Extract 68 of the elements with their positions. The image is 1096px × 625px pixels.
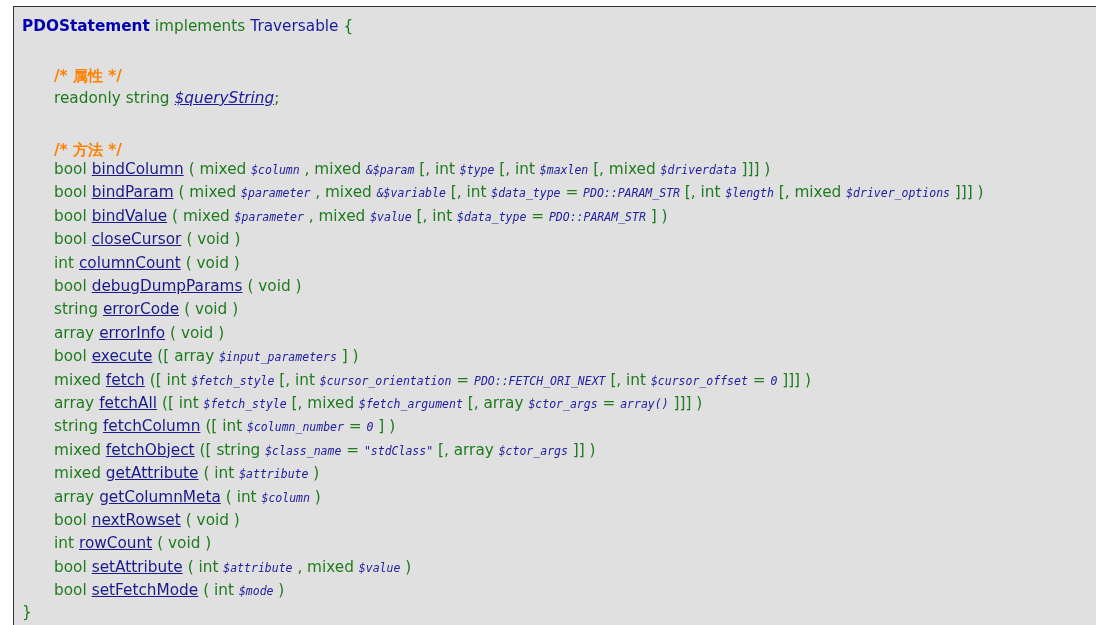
parameter-list: ( mixed $column , mixed &$param [, int $type [, int $maxlen [, mixed $driverdata ]]] ) [188,160,771,178]
return-type: string [54,300,98,319]
return-type: bool [54,557,87,576]
parameter-list: ([ string $class_name = "stdClass" [, array $ctor_args ]] ) [199,440,596,459]
property-declaration: readonly string [54,89,170,107]
method-name: fetch [105,370,145,389]
code-box [13,6,1096,625]
parameter-list: ([ int $column_number = 0 ] ) [205,417,396,436]
return-type: bool [54,277,87,295]
parameter-list: ([ int $fetch_style [, int $cursor_orientation = PDO::FETCH_ORI_NEXT [, int $cursor_offset = 0 ]]] ) [149,370,811,389]
method-name: fetchColumn [102,417,201,436]
class-name: PDOStatement [22,17,150,35]
return-type: array [54,323,95,342]
return-type: bool [54,206,87,225]
parameter-list: ( int $column ) [225,487,321,506]
method-name: getColumnMeta [99,487,221,506]
method-name: closeCursor [91,230,182,249]
semicolon: ; [274,89,280,107]
parameter-list: ( void ) [157,534,212,553]
method-name: errorInfo [99,323,166,342]
return-type: int [54,253,74,272]
parameter-list: ( void ) [170,323,225,342]
code-comment: /* 方法 */ [54,141,122,159]
parameter-list: ([ array $input_parameters ] ) [157,347,359,366]
return-type: mixed [54,440,101,459]
code-comment: /* 属性 */ [54,67,122,85]
return-type: int [54,534,74,553]
method-name: setFetchMode [91,581,199,600]
return-type: bool [54,511,87,529]
return-type: mixed [54,464,101,483]
parameter-list: ( void ) [247,277,302,295]
return-type: array [54,487,95,506]
parameter-list: ( void ) [184,300,239,319]
method-name: bindValue [91,206,168,225]
parameter-list: ([ int $fetch_style [, mixed $fetch_argument [, array $ctor_args = array() ]]] ) [162,394,703,412]
method-name: getAttribute [105,464,199,483]
method-name: bindParam [91,183,174,202]
parameter-list: ( void ) [186,230,241,249]
method-name: nextRowset [91,511,181,529]
parameter-list: ( void ) [185,253,240,272]
return-type: string [54,417,98,436]
method-name: bindColumn [91,160,184,178]
parameter-list: ( mixed $parameter , mixed $value [, int $data_type = PDO::PARAM_STR ] ) [172,206,668,225]
method-name: setAttribute [91,557,183,576]
return-type: bool [54,183,87,202]
return-type: bool [54,347,87,366]
brace: { [343,17,354,35]
parameter-list: ( void ) [185,511,240,529]
parameter-list: ( int $attribute , mixed $value ) [187,557,412,576]
method-name: fetchAll [99,394,157,412]
return-type: bool [54,230,87,249]
return-type: array [54,394,95,412]
method-name: fetchObject [105,440,195,459]
return-type: bool [54,160,87,178]
keyword: implements [154,17,246,35]
parameter-list: ( int $mode ) [203,581,285,600]
interface-name: Traversable [250,17,339,35]
return-type: bool [54,581,87,600]
method-name: debugDumpParams [91,277,243,295]
parameter-list: ( int $attribute ) [203,464,320,483]
brace: } [22,602,32,621]
property-name: $queryString [174,89,275,107]
method-name: execute [91,347,153,366]
parameter-list: ( mixed $parameter , mixed &$variable [, int $data_type = PDO::PARAM_STR [, int $length [, mixed $driver_options ]]] ) [178,183,984,202]
method-name: columnCount [78,253,181,272]
return-type: mixed [54,370,101,389]
method-name: rowCount [78,534,153,553]
method-name: errorCode [102,300,180,319]
